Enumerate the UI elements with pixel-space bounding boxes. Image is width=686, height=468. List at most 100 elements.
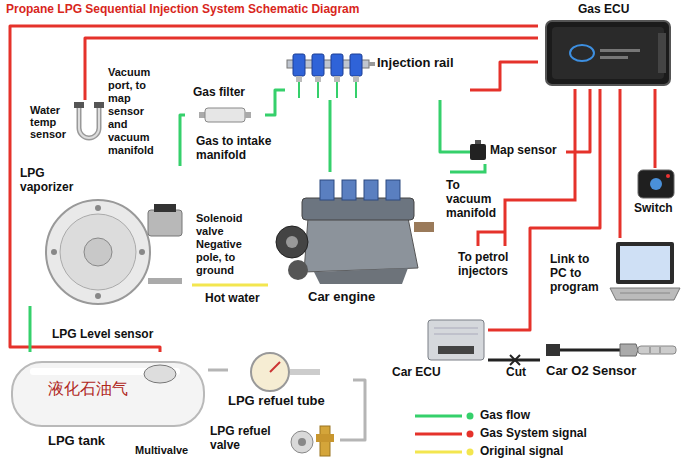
wire <box>340 380 365 440</box>
wire <box>208 369 228 372</box>
temp-part <box>94 102 104 108</box>
signal-wire <box>478 232 505 246</box>
laptop-part <box>610 288 680 300</box>
map-part <box>470 144 486 160</box>
engine-part <box>286 236 298 248</box>
legend-dot <box>467 431 474 438</box>
wire <box>265 90 285 115</box>
node-label: Car engine <box>308 290 375 305</box>
o2-part <box>650 347 651 353</box>
rail-part <box>336 82 338 98</box>
wire <box>566 89 590 152</box>
sw-picture <box>630 168 682 224</box>
vapor-part <box>154 204 176 212</box>
temp-part <box>79 108 99 138</box>
gas-filter: Gas filter <box>185 86 265 130</box>
vapor-part <box>60 214 136 290</box>
node-label: Link to PC to program <box>550 252 606 294</box>
rail-part <box>331 54 343 76</box>
map-sensor: Map sensor <box>470 140 566 164</box>
node-label: LPG refuel tube <box>228 394 325 409</box>
engine-part <box>288 260 308 280</box>
filter-part <box>245 112 251 118</box>
annotation: Gas to intake manifold <box>196 134 296 162</box>
tank-part <box>144 365 176 383</box>
engine-part <box>302 198 414 220</box>
o2-sensor: Car O2 Sensor <box>540 338 682 386</box>
node-label: LPG refuel valve <box>210 424 282 452</box>
engine-part <box>320 180 334 200</box>
annotation: Multivalve <box>135 444 188 457</box>
node-label: Map sensor <box>490 144 557 158</box>
ecu-part <box>600 49 640 52</box>
annotation: Hot water <box>205 292 260 306</box>
filter-part <box>199 112 205 118</box>
gauge-part <box>270 362 280 372</box>
vapor-part <box>46 200 150 304</box>
legend-line <box>415 415 462 418</box>
node-label: LPG tank <box>48 434 105 449</box>
tank-picture <box>8 352 208 456</box>
vacuum-hose <box>450 164 485 172</box>
vapor-part <box>95 293 101 299</box>
engine-part <box>314 268 408 284</box>
rail-part <box>355 82 357 98</box>
refuel-valve: LPG refuel valve <box>210 416 340 464</box>
o2-part <box>620 344 638 356</box>
car-engine: Car engine <box>268 172 443 312</box>
engine-part <box>414 222 434 232</box>
o2-part <box>560 349 620 352</box>
vapor-part <box>139 249 145 255</box>
legend-dot <box>467 413 474 420</box>
annotation: Cut <box>506 366 526 380</box>
wire <box>180 115 185 166</box>
ecu-part <box>658 33 666 73</box>
wire <box>329 100 332 172</box>
gas-ecu: Gas ECU <box>538 3 678 89</box>
carecu-part <box>428 320 484 360</box>
ecu-part <box>546 21 670 85</box>
rail-part <box>317 82 319 98</box>
rail-part <box>298 82 300 98</box>
valve-part <box>298 438 306 446</box>
carecu-part <box>438 346 474 354</box>
node-label: Switch <box>634 202 673 216</box>
sw-part <box>638 170 674 198</box>
ecu-part <box>600 56 628 59</box>
rail-part <box>350 54 362 76</box>
legend-dot <box>467 449 474 456</box>
wire <box>619 89 622 238</box>
injection-rail: Injection rail <box>285 52 470 100</box>
wire <box>85 38 538 100</box>
vapor-part <box>95 205 101 211</box>
node-label: Water temp sensor <box>30 104 70 140</box>
sw-part <box>666 174 670 178</box>
engine-part <box>304 218 418 272</box>
rail-part <box>312 54 324 76</box>
annotation: To vacuum manifold <box>446 178 502 220</box>
valve-part <box>291 431 313 453</box>
legend-text: Gas flow <box>480 409 530 423</box>
engine-part <box>386 180 400 200</box>
water-temp-sensor: Water temp sensor <box>30 100 105 150</box>
node-label: Gas filter <box>193 86 245 100</box>
car-ecu: Car ECU <box>388 316 488 386</box>
annotation: LPG Level sensor <box>52 328 153 342</box>
node-label: Gas ECU <box>578 3 629 17</box>
rail-part <box>293 54 305 76</box>
lpg-tank: 液化石油气LPG tank <box>8 352 208 456</box>
carecu-part <box>434 334 478 335</box>
vapor-part <box>148 278 182 284</box>
lpg-vaporizer: LPG vaporizer <box>20 166 192 306</box>
wire <box>470 62 538 90</box>
legend-text: Original signal <box>480 445 563 459</box>
gauge-part <box>290 369 320 375</box>
carecu-part <box>434 328 478 329</box>
wire <box>192 284 268 287</box>
wire <box>10 26 538 352</box>
annotation: To petrol injectors <box>458 250 520 278</box>
node-label: LPG vaporizer <box>20 166 90 194</box>
laptop-part <box>620 246 670 280</box>
wire <box>29 306 32 352</box>
tank-part <box>12 362 204 426</box>
